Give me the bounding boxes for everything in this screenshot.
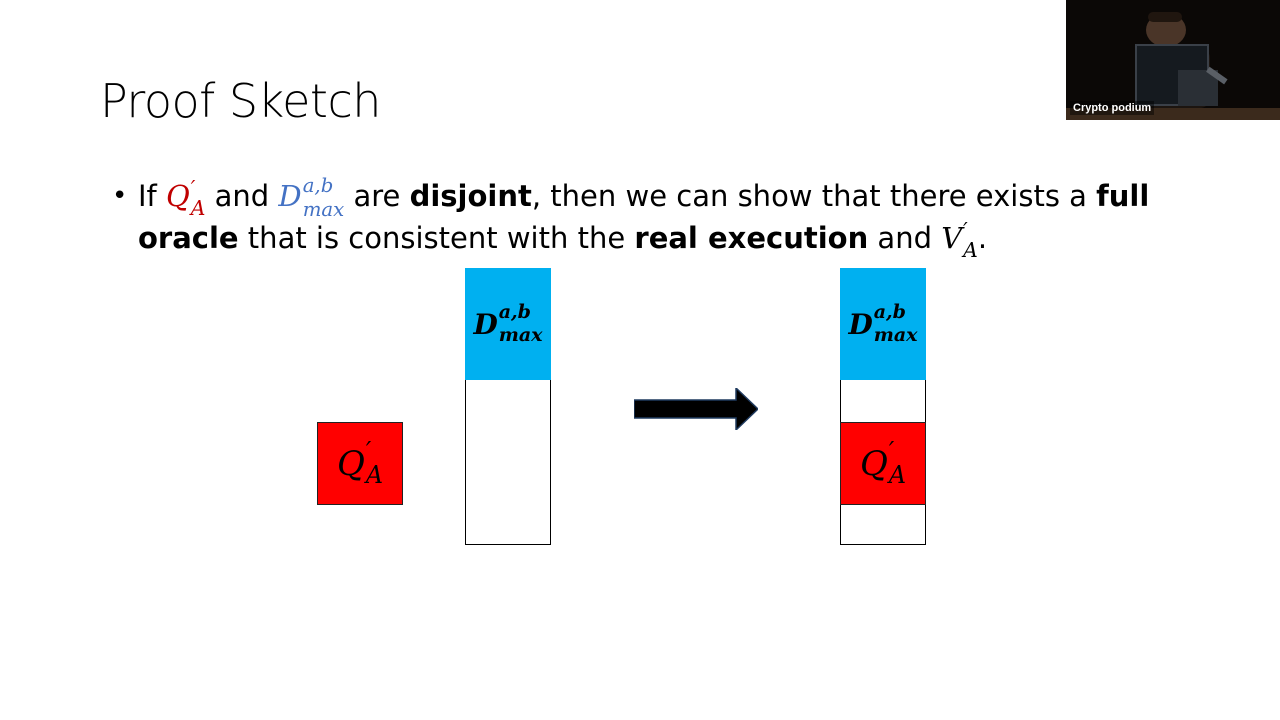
emph-real-execution: real execution (634, 221, 869, 256)
q-prime-box-right: Q′A (840, 422, 926, 505)
speaker-silhouette (1066, 0, 1280, 120)
right-arrow-icon (634, 388, 758, 430)
emph-disjoint: disjoint (409, 179, 532, 213)
math-q-prime-a: Q′A (165, 175, 206, 220)
q-prime-box-left: Q′A (317, 422, 403, 505)
bullet-dot: • (112, 181, 128, 211)
math-v-prime-a: V′A (941, 218, 978, 263)
video-caption: Crypto podium (1070, 101, 1155, 115)
speaker-video: Crypto podium (1066, 0, 1280, 120)
emph-full-oracle: full oracle (138, 179, 1150, 256)
slide-title: Proof Sketch (100, 74, 381, 128)
